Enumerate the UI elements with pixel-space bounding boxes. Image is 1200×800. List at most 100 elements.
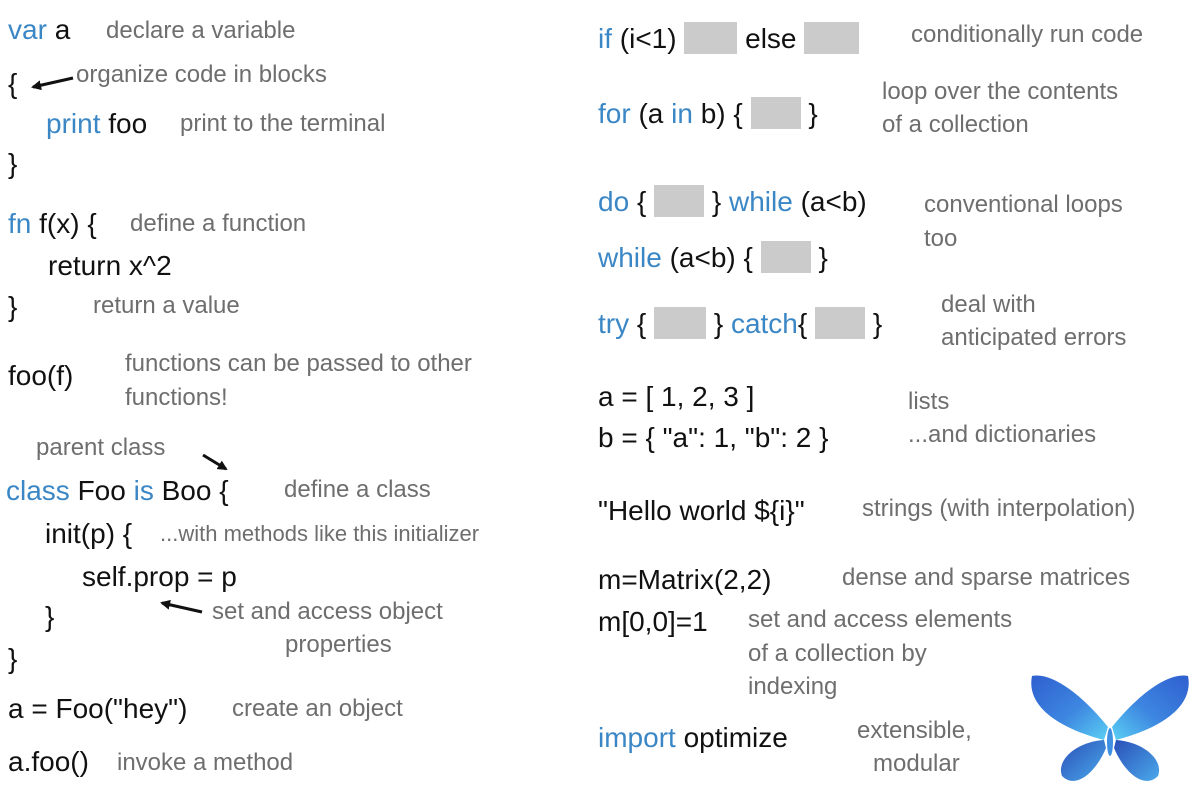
init-method: init(p) { xyxy=(45,518,133,549)
keyword-in: in xyxy=(671,98,693,129)
var-name: a xyxy=(54,14,71,45)
for-description-line1: loop over the contents xyxy=(882,78,1119,105)
init-description: ...with methods like this initializer xyxy=(160,521,480,546)
do-while-loop: do { } while (a<b) xyxy=(598,185,867,217)
import-module: optimize xyxy=(683,722,788,753)
try-body-placeholder xyxy=(654,307,707,339)
keyword-is: is xyxy=(133,475,154,506)
catch-close-brace: } xyxy=(872,308,883,339)
var-description: declare a variable xyxy=(106,17,296,44)
invoke-method-code: a.foo() xyxy=(8,746,89,777)
parent-class-label: parent class xyxy=(36,434,166,461)
class-close-brace: } xyxy=(8,643,18,674)
property-assignment: self.prop = p xyxy=(82,561,237,592)
index-code: m[0,0]=1 xyxy=(598,606,708,637)
keyword-while: while xyxy=(598,242,662,273)
import-description-line1: extensible, xyxy=(857,717,972,744)
do-close-brace: } xyxy=(711,186,722,217)
if-body-placeholder xyxy=(684,22,738,54)
while-close-brace: } xyxy=(818,242,828,273)
keyword-try: try xyxy=(598,308,630,339)
pass-description-line2: functions! xyxy=(125,384,228,411)
fn-body: return x^2 xyxy=(48,250,172,281)
matrix-code: m=Matrix(2,2) xyxy=(598,564,772,595)
loops-description-line2: too xyxy=(924,225,958,252)
class-declaration: class Foo is Boo { xyxy=(6,477,229,505)
do-open-brace: { xyxy=(636,186,647,217)
property-arrow xyxy=(160,599,203,614)
index-description-line1: set and access elements xyxy=(748,606,1013,633)
keyword-if: if xyxy=(598,23,612,54)
index-description-line3: indexing xyxy=(748,673,838,700)
try-close-brace: } xyxy=(713,308,724,339)
keyword-else: else xyxy=(745,23,797,54)
keyword-for: for xyxy=(598,98,631,129)
try-catch: try { } catch{ } xyxy=(598,307,882,339)
fn-signature: fn f(x) { xyxy=(8,210,97,238)
else-body-placeholder xyxy=(804,22,860,54)
index-description-line2: of a collection by xyxy=(748,640,927,667)
init-close-brace: } xyxy=(45,601,55,632)
keyword-var: var xyxy=(8,14,47,45)
while-loop: while (a<b) { } xyxy=(598,241,828,273)
while-body-placeholder xyxy=(760,241,811,273)
return-description: return a value xyxy=(93,292,240,319)
class-name: Foo xyxy=(77,475,126,506)
fn-signature-text: f(x) { xyxy=(39,208,97,239)
parent-class-name: Boo xyxy=(161,475,212,506)
import-statement: import optimize xyxy=(598,724,788,752)
keyword-class: class xyxy=(6,475,70,506)
try-open-brace: { xyxy=(636,308,647,339)
fn-description: define a function xyxy=(130,210,307,237)
keyword-print: print xyxy=(46,108,101,139)
print-argument: foo xyxy=(108,108,148,139)
parent-class-arrow xyxy=(202,453,228,471)
while-condition: (a<b) { xyxy=(669,242,753,273)
block-open-brace: { xyxy=(8,68,18,99)
block-arrow xyxy=(31,76,74,91)
errors-description-line2: anticipated errors xyxy=(941,324,1127,351)
errors-description-line1: deal with xyxy=(941,291,1036,318)
for-body-placeholder xyxy=(750,97,801,129)
create-object-code: a = Foo("hey") xyxy=(8,693,188,724)
for-description-line2: of a collection xyxy=(882,111,1029,138)
for-open: (a xyxy=(638,98,664,129)
keyword-fn: fn xyxy=(8,208,32,239)
dict-description: ...and dictionaries xyxy=(908,421,1097,448)
print-description: print to the terminal xyxy=(180,110,386,137)
keyword-while: while xyxy=(729,186,793,217)
if-description: conditionally run code xyxy=(911,21,1144,48)
var-statement: var a xyxy=(8,16,70,44)
if-condition: (i<1) xyxy=(619,23,677,54)
for-loop: for (a in b) { } xyxy=(598,97,818,129)
class-description: define a class xyxy=(284,476,431,503)
pass-function-code: foo(f) xyxy=(8,360,74,391)
list-literal: a = [ 1, 2, 3 ] xyxy=(598,381,755,412)
do-body-placeholder xyxy=(654,185,705,217)
keyword-catch: catch xyxy=(730,308,798,339)
fn-close-brace: } xyxy=(8,291,18,322)
if-statement: if (i<1) else xyxy=(598,22,860,54)
matrix-description: dense and sparse matrices xyxy=(842,564,1131,591)
string-description: strings (with interpolation) xyxy=(862,495,1136,522)
keyword-import: import xyxy=(598,722,676,753)
loops-description-line1: conventional loops xyxy=(924,191,1123,218)
for-rest: b) { xyxy=(700,98,743,129)
keyword-do: do xyxy=(598,186,630,217)
butterfly-logo-icon xyxy=(1031,675,1189,781)
dict-literal: b = { "a": 1, "b": 2 } xyxy=(598,422,829,453)
print-statement: print foo xyxy=(46,110,147,138)
string-literal: "Hello world ${i}" xyxy=(598,495,805,526)
list-description: lists xyxy=(908,388,950,415)
import-description-line2: modular xyxy=(873,750,960,777)
property-description-line1: set and access object xyxy=(212,598,443,625)
property-description-line2: properties xyxy=(285,631,392,658)
catch-open-brace: { xyxy=(797,308,808,339)
class-open-brace: { xyxy=(219,475,229,506)
for-close-brace: } xyxy=(808,98,818,129)
catch-body-placeholder xyxy=(815,307,866,339)
block-description: organize code in blocks xyxy=(76,61,327,88)
do-while-condition: (a<b) xyxy=(800,186,867,217)
block-close-brace: } xyxy=(8,148,18,179)
pass-description-line1: functions can be passed to other xyxy=(125,350,472,377)
